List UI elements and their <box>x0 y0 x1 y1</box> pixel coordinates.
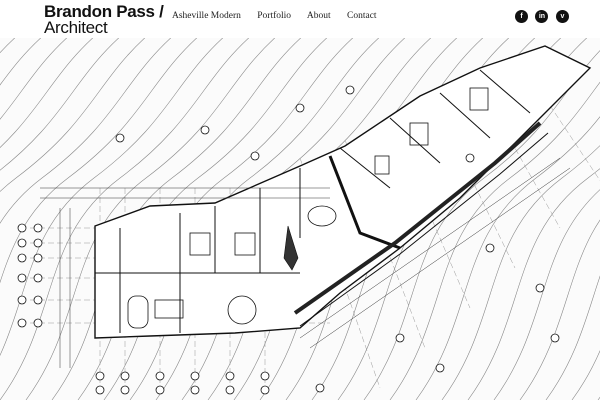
grid-marker <box>190 385 200 395</box>
grid-marker <box>435 363 445 373</box>
grid-marker <box>33 223 43 233</box>
building-plan <box>94 45 592 339</box>
nav-about[interactable]: About <box>306 11 331 21</box>
grid-marker <box>485 243 495 253</box>
grid-marker <box>33 273 43 283</box>
floor-plan-image <box>0 38 600 400</box>
grid-marker <box>95 371 105 381</box>
grid-marker <box>155 385 165 395</box>
grid-marker <box>260 371 270 381</box>
grid-marker <box>250 151 260 161</box>
site-header: Brandon Pass / Architect Asheville Moder… <box>0 0 600 38</box>
grid-marker <box>465 153 475 163</box>
grid-marker <box>17 318 27 328</box>
grid-marker <box>17 273 27 283</box>
grid-marker <box>200 125 210 135</box>
grid-markers <box>17 85 560 395</box>
grid-marker <box>535 283 545 293</box>
grid-marker <box>315 383 325 393</box>
brand-title: Architect <box>44 18 108 37</box>
grid-marker <box>120 385 130 395</box>
grid-marker <box>33 238 43 248</box>
grid-marker <box>95 385 105 395</box>
grid-marker <box>120 371 130 381</box>
grid-marker <box>260 385 270 395</box>
grid-marker <box>225 371 235 381</box>
grid-marker <box>550 333 560 343</box>
facebook-icon[interactable]: f <box>515 10 528 23</box>
nav-asheville-modern[interactable]: Asheville Modern <box>172 11 241 21</box>
nav-portfolio[interactable]: Portfolio <box>257 11 292 21</box>
site-logo[interactable]: Brandon Pass / Architect <box>44 2 164 37</box>
linkedin-icon[interactable]: in <box>535 10 549 23</box>
grid-marker <box>33 295 43 305</box>
grid-marker <box>17 238 27 248</box>
grid-marker <box>190 371 200 381</box>
main-nav: Asheville Modern Portfolio About Contact <box>172 11 391 21</box>
grid-marker <box>155 371 165 381</box>
brand-name: Brandon Pass / <box>44 2 164 21</box>
nav-contact[interactable]: Contact <box>347 11 377 21</box>
grid-marker <box>17 295 27 305</box>
grid-marker <box>395 333 405 343</box>
social-links: f in v <box>515 10 572 28</box>
grid-marker <box>295 103 305 113</box>
grid-marker <box>225 385 235 395</box>
grid-marker <box>33 318 43 328</box>
vimeo-icon[interactable]: v <box>555 10 569 23</box>
grid-marker <box>17 223 27 233</box>
grid-marker <box>33 253 43 263</box>
grid-marker <box>345 85 355 95</box>
grid-marker <box>115 133 125 143</box>
grid-marker <box>17 253 27 263</box>
dimension-lines <box>40 157 571 368</box>
